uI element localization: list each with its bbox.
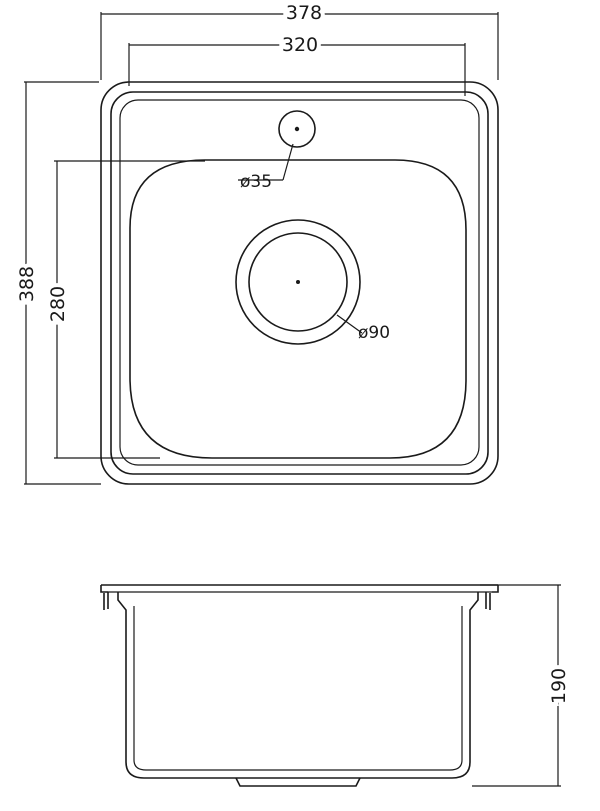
drain-label: ø90 (358, 323, 390, 343)
sink-deck-edge (119, 99, 480, 466)
right-mounting-clip (485, 592, 491, 610)
bowl-height-dimension: 190 (472, 584, 574, 787)
overall-depth-dimension: 388 (12, 81, 101, 485)
bowl-depth-label: 280 (47, 286, 69, 322)
overall-width-label: 378 (286, 2, 322, 24)
bowl-inner-wall (133, 606, 463, 771)
bowl-height-label: 190 (548, 668, 570, 704)
bowl-width-dimension: 320 (128, 30, 466, 96)
overall-depth-label: 388 (16, 266, 38, 302)
sink-side-view: 190 (100, 584, 574, 787)
drain-inner-ring (248, 232, 348, 332)
drain-center (296, 280, 300, 284)
sink-inner-rim (110, 91, 489, 475)
bowl-width-label: 320 (282, 34, 318, 56)
drain-outer-ring (235, 219, 361, 345)
drain-callout: ø90 (336, 314, 390, 343)
faucet-hole-center (294, 126, 300, 132)
sink-outer-rim (100, 81, 499, 485)
bowl-depth-dimension: 280 (43, 160, 205, 459)
faucet-hole-callout: ø35 (238, 143, 294, 192)
drain-body (235, 777, 361, 787)
faucet-hole-label: ø35 (240, 172, 272, 192)
bowl-outer-wall (117, 592, 479, 779)
overall-width-dimension: 378 (100, 0, 499, 80)
sink-top-view: 378 320 388 280 ø35 (12, 0, 499, 485)
faucet-hole (278, 110, 316, 148)
bowl-outline (129, 159, 467, 459)
left-mounting-clip (103, 592, 109, 610)
